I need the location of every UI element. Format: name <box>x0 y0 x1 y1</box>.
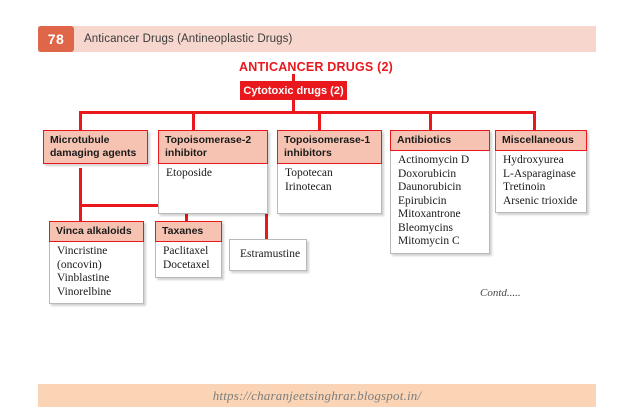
node-miscellaneous[interactable]: Miscellaneous Hydroxyurea L-Asparaginase… <box>495 130 587 213</box>
connector-drop-topo1 <box>318 111 321 131</box>
list-item: Doxorubicin <box>398 167 457 180</box>
list-item: Irinotecan <box>285 180 332 193</box>
node-antibiotics[interactable]: Antibiotics Actinomycin D Doxorubicin Da… <box>390 130 490 254</box>
node-header-label: Antibiotics <box>390 130 490 151</box>
connector-drop-estramustine <box>265 204 268 240</box>
node-item-list: Actinomycin D Doxorubicin Daunorubicin E… <box>390 151 490 254</box>
list-item: Actinomycin D <box>398 154 470 166</box>
list-item: Mitomycin C <box>398 235 460 247</box>
node-taxanes[interactable]: Taxanes Paclitaxel Docetaxel <box>155 221 222 278</box>
list-item: Vinorelbine <box>57 285 112 298</box>
list-item: Vinblastine <box>57 272 110 284</box>
list-item: Topotecan <box>285 167 333 179</box>
node-item-list: Topotecan Irinotecan <box>277 164 382 214</box>
node-topoisomerase-1-inhibitors[interactable]: Topoisomerase-1 inhibitors Topotecan Iri… <box>277 130 382 214</box>
list-item: Daunorubicin <box>398 181 462 193</box>
page-number-badge: 78 <box>38 26 74 52</box>
connector-root-stub-top <box>292 74 295 84</box>
node-topoisomerase-2-inhibitor[interactable]: Topoisomerase-2 inhibitor Etoposide <box>158 130 268 214</box>
node-header-label: Microtubule damaging agents <box>43 130 148 164</box>
list-item: Etoposide <box>166 167 212 179</box>
list-item: Mitoxantrone <box>398 208 461 220</box>
list-item: Paclitaxel <box>163 245 209 257</box>
connector-drop-vinca <box>79 204 82 222</box>
connector-drop-topo2 <box>192 111 195 131</box>
continued-note: Contd..... <box>480 287 521 299</box>
list-item: Tretinoin <box>503 181 546 193</box>
node-header-label: Topoisomerase-2 inhibitor <box>158 130 268 164</box>
footer-url[interactable]: https://charanjeetsinghrar.blogspot.in/ <box>212 387 422 403</box>
node-item-list: Etoposide <box>158 164 268 214</box>
node-header-label: Taxanes <box>155 221 222 242</box>
list-item: (oncovin) <box>57 258 102 271</box>
list-item: Epirubicin <box>398 194 447 207</box>
page-title: Anticancer Drugs (Antineoplastic Drugs) <box>84 33 293 45</box>
root-node-cytotoxic-drugs[interactable]: Cytotoxic drugs (2) <box>240 81 347 100</box>
list-item: Vincristine <box>57 245 108 257</box>
list-item: Docetaxel <box>163 258 210 271</box>
node-header-label: Miscellaneous <box>495 130 587 151</box>
list-item: Bleomycins <box>398 221 453 234</box>
header-bar <box>38 26 596 52</box>
connector-drop-antibiotics <box>429 111 432 131</box>
node-item-list: Paclitaxel Docetaxel <box>155 242 222 278</box>
node-estramustine[interactable]: Estramustine <box>229 239 307 271</box>
list-item: L-Asparaginase <box>503 167 576 180</box>
list-item: Hydroxyurea <box>503 154 564 166</box>
node-microtubule-damaging-agents[interactable]: Microtubule damaging agents <box>43 130 148 164</box>
connector-bus-level1 <box>79 111 536 114</box>
node-header-label: Topoisomerase-1 inhibitors <box>277 130 382 164</box>
footer-bar <box>38 384 596 407</box>
node-header-label: Vinca alkaloids <box>49 221 144 242</box>
connector-drop-microtubule <box>79 111 82 131</box>
connector-microtubule-down <box>79 168 82 205</box>
list-item: Estramustine <box>240 248 301 260</box>
node-vinca-alkaloids[interactable]: Vinca alkaloids Vincristine (oncovin) Vi… <box>49 221 144 304</box>
node-item-list: Estramustine <box>229 239 307 271</box>
node-item-list: Hydroxyurea L-Asparaginase Tretinoin Ars… <box>495 151 587 213</box>
list-item: Arsenic trioxide <box>503 194 578 207</box>
diagram-title: ANTICANCER DRUGS (2) <box>239 60 393 74</box>
connector-drop-miscellaneous <box>533 111 536 131</box>
node-item-list: Vincristine (oncovin) Vinblastine Vinore… <box>49 242 144 304</box>
connector-root-stub-bottom <box>292 100 295 113</box>
